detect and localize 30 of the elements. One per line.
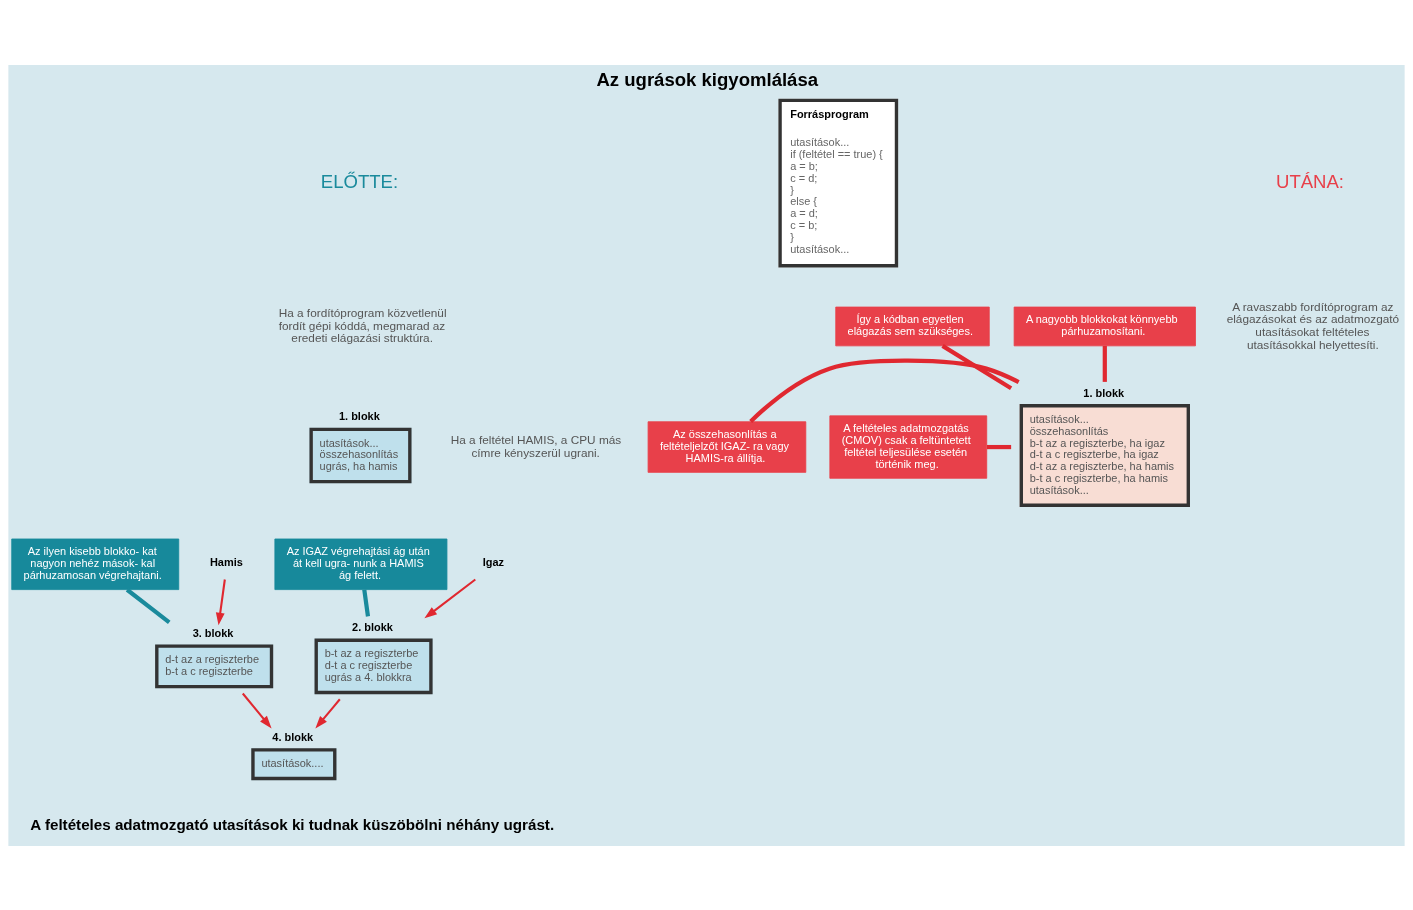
diagram-title: Az ugrások kigyomlálása [596,68,819,90]
node-box: Így a kódban egyetlen elágazás sem szükséges. [835,306,990,346]
arrow [215,578,226,625]
connector [362,589,371,617]
node-box: Az összehasonlítás a feltételjelzőt IGAZ- ra vagy HAMIS-ra állítja. [647,420,807,473]
arrow [315,698,341,729]
node-text: Hamis [209,555,243,568]
connector [749,358,1020,423]
node-label: 4. blokk [272,730,314,743]
node-label: 1. blokk [1083,386,1125,399]
label: Ha a feltétel HAMIS, a CPU más címre kényszerül ugrani. [450,432,622,460]
node-box: Az ilyen kisebb blokko- kat nagyon nehéz mások- kal párhuzamosan végrehajtani. [11,538,180,590]
node-box: Az IGAZ végrehajtási ág után át kell ugra- nunk a HAMIS ág felett. [274,538,448,590]
label: A ravaszabb fordítóprogram az elágazásokat és az adatmozgató utasításokat feltételes utasításokkal helyettesíti. [1226,299,1400,352]
label: ELŐTTE: [320,170,399,192]
arrow [241,692,272,728]
arrow [424,578,476,618]
label: UTÁNA: [1276,170,1345,192]
node-label: 3. blokk [192,626,234,639]
node-box: A feltételes adatmozgatás (CMOV) csak a feltüntetett feltétel teljesülése esetén történik meg. [829,414,988,479]
connector [1102,345,1107,382]
node-label: 2. blokk [352,620,393,633]
caption: A feltételes adatmozgató utasítások ki tudnak küszöbölni néhány ugrást. [30,815,555,833]
node-text: Igaz [482,555,505,568]
connector [986,444,1012,449]
node-box: A nagyobb blokkokat könnyebb párhuzamosítani. [1013,306,1196,346]
connector [941,343,1013,390]
node-label: 1. blokk [338,409,380,422]
connector [125,587,171,624]
label: Ha a fordítóprogram közvetlenül fordít gépi kóddá, megmarad az eredeti elágazási struktúra. [278,305,447,345]
